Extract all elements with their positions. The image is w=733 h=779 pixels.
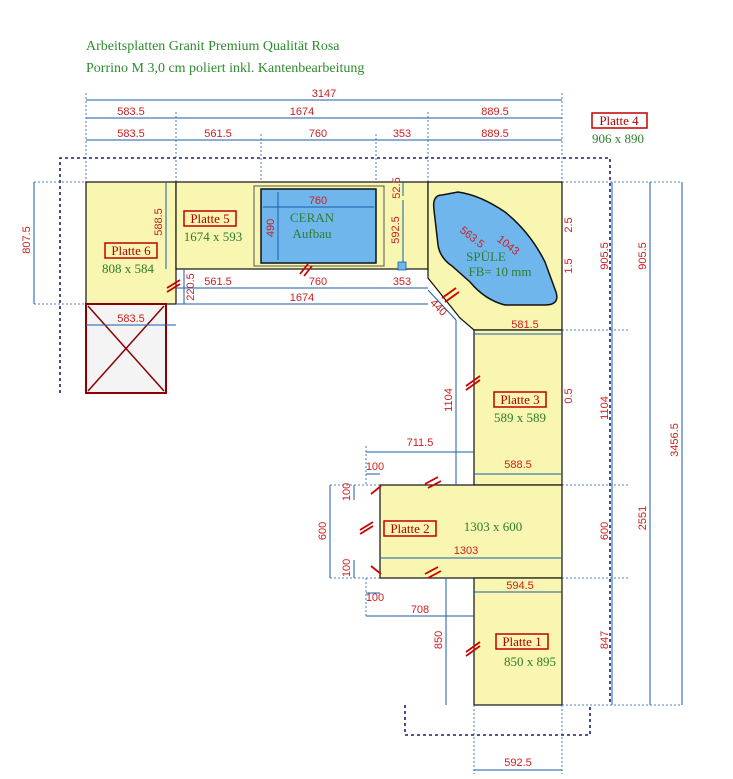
platte-4-size: 906 x 890 — [592, 131, 644, 146]
top-dimensions: 3147 583.5 1674 889.5 583.5 561.5 760 35… — [85, 88, 563, 186]
dim-592-5: 592.5 — [390, 216, 402, 244]
slab-platte-2 — [379, 484, 563, 579]
dim-100-top-v: 100 — [341, 483, 353, 501]
ceran-frame — [253, 185, 385, 267]
dim-561-bottom: 561.5 — [204, 276, 232, 288]
dim-588-5-h: 588.5 — [504, 459, 532, 471]
title-line-2: Porrino M 3,0 cm poliert inkl. Kantenbea… — [86, 61, 364, 76]
platte-6-label-box — [104, 242, 158, 259]
dim-2551: 2551 — [637, 506, 649, 530]
spuele-label-2: FB= 10 mm — [469, 264, 532, 279]
dim-600-right: 600 — [599, 522, 611, 540]
ceran-label-1: CERAN — [290, 210, 335, 225]
dim-905-5-a: 905.5 — [599, 242, 611, 270]
dim-1303: 1303 — [454, 545, 478, 557]
platte-1-size: 850 x 895 — [504, 654, 556, 669]
dim-100-top-h: 100 — [366, 461, 384, 473]
dim-353-top: 353 — [393, 128, 411, 140]
ceran-label-2: Aufbau — [293, 226, 332, 241]
spuele-label-1: SPÜLE — [466, 249, 506, 264]
dim-760-bottom: 760 — [309, 276, 327, 288]
ceran-cutout — [260, 188, 377, 264]
dim-583-top-1: 583.5 — [117, 106, 145, 118]
dim-905-5-b: 905.5 — [637, 242, 649, 270]
dim-353-bottom: 353 — [393, 276, 411, 288]
platte-4-label-box — [591, 112, 648, 129]
platte-1-label: Platte 1 — [502, 634, 541, 649]
dim-850: 850 — [433, 631, 445, 649]
title-line-1: Arbeitsplatten Granit Premium Qualität R… — [86, 39, 340, 54]
platte-5-size: 1674 x 593 — [184, 229, 243, 244]
wall-outline — [59, 157, 611, 705]
dim-1-5: 1.5 — [563, 258, 575, 273]
dim-760-top: 760 — [309, 128, 327, 140]
dim-3456-5: 3456.5 — [669, 423, 681, 457]
dim-760-ceran: 760 — [309, 195, 327, 207]
platte-6-label: Platte 6 — [111, 243, 151, 258]
dim-490: 490 — [265, 219, 277, 237]
dim-889-top-2: 889.5 — [481, 128, 509, 140]
dim-583-top-2: 583.5 — [117, 128, 145, 140]
dim-889-top-1: 889.5 — [481, 106, 509, 118]
dim-594-5: 594.5 — [506, 580, 534, 592]
dim-1674-bottom: 1674 — [290, 292, 314, 304]
dim-220-5: 220.5 — [185, 273, 197, 301]
dim-561-top: 561.5 — [204, 128, 232, 140]
dim-583-bottom: 583.5 — [117, 313, 145, 325]
tall-cabinet — [85, 303, 167, 394]
platte-2-label-box — [383, 520, 437, 537]
right-dimensions: 905.5 1104 600 847 905.5 2551 3456.5 — [562, 181, 683, 706]
platte-2-size: 1303 x 600 — [464, 519, 523, 534]
dim-3147: 3147 — [312, 88, 336, 100]
dim-581-5: 581.5 — [511, 319, 539, 331]
platte-3-label: Platte 3 — [500, 392, 539, 407]
wall-outline-bottom — [404, 705, 591, 736]
dim-1104-right: 1104 — [599, 396, 611, 420]
platte-5-label-box — [183, 210, 237, 227]
dim-807-5: 807.5 — [21, 226, 33, 254]
joint-markers — [166, 263, 481, 657]
dim-600-left: 600 — [317, 522, 329, 540]
platte-3-label-box — [493, 391, 547, 408]
dim-592-5-bottom: 592.5 — [504, 757, 532, 769]
platte-1-label-box — [495, 633, 549, 650]
dim-100-bottom-v: 100 — [341, 559, 353, 577]
dim-52-5: 52.5 — [391, 177, 403, 198]
dim-711-5: 711.5 — [407, 437, 434, 449]
dim-847: 847 — [599, 631, 611, 649]
dim-0-5: 0.5 — [563, 388, 575, 403]
dim-708: 708 — [411, 604, 429, 616]
dim-1104-inner: 1104 — [443, 388, 455, 412]
dim-1674-top: 1674 — [290, 106, 314, 118]
platte-4-label: Platte 4 — [599, 113, 639, 128]
platte-5-label: Platte 5 — [190, 211, 229, 226]
inner-dimensions: 52.5 592.5 588.5 807.5 220.5 561.5 760 3… — [21, 177, 575, 774]
platte-3-size: 589 x 589 — [494, 410, 546, 425]
dim-100-bottom-h: 100 — [366, 592, 384, 604]
dim-2-5: 2.5 — [563, 217, 575, 232]
spuele-cutout — [432, 191, 558, 306]
dim-588-5-v: 588.5 — [153, 208, 165, 236]
platte-6-size: 808 x 584 — [102, 261, 155, 276]
platte-2-label: Platte 2 — [390, 521, 429, 536]
